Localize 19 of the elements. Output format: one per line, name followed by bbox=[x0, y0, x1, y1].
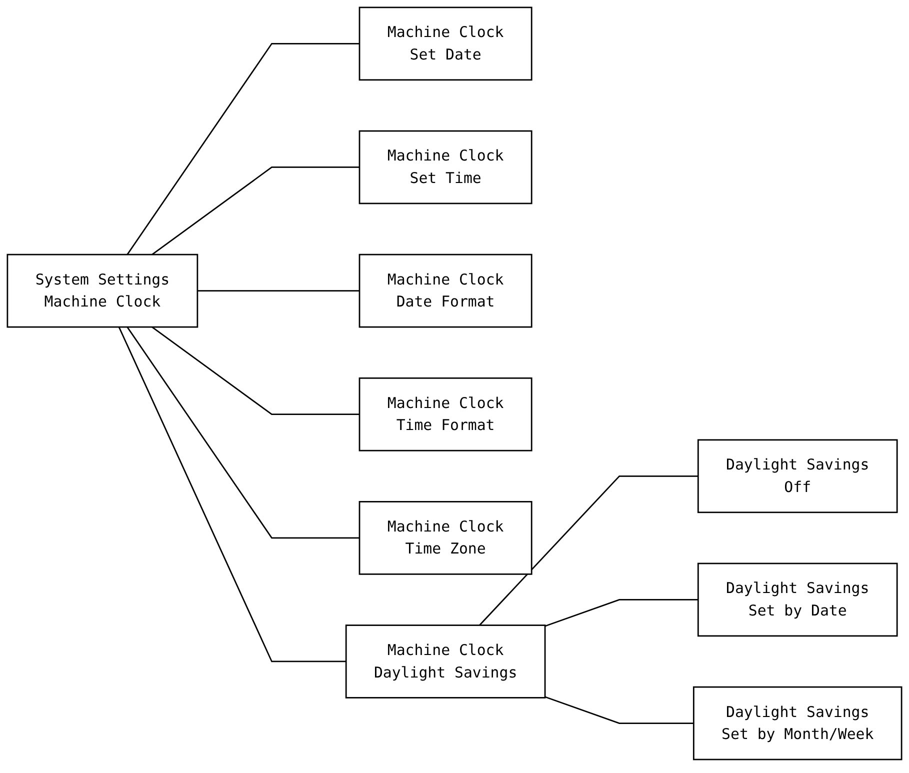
connector bbox=[479, 475, 698, 626]
node-box: Machine Clock Time Format bbox=[358, 377, 532, 452]
connector bbox=[126, 42, 360, 255]
connector bbox=[197, 290, 360, 292]
node-box: Daylight Savings Set by Month/Week bbox=[692, 686, 902, 760]
connector bbox=[544, 599, 698, 627]
node-box: Machine Clock Set Date bbox=[358, 6, 532, 81]
connector bbox=[126, 326, 360, 539]
connector bbox=[152, 326, 360, 416]
node-box: Machine Clock Set Time bbox=[358, 130, 532, 204]
connector bbox=[544, 696, 694, 724]
node-box: System Settings Machine Clock bbox=[6, 254, 198, 328]
node-box: Daylight Savings Set by Date bbox=[697, 562, 898, 637]
connector bbox=[152, 166, 360, 256]
node-box: Machine Clock Time Zone bbox=[358, 501, 532, 575]
node-box: Daylight Savings Off bbox=[697, 439, 898, 514]
node-box: Machine Clock Daylight Savings bbox=[345, 624, 546, 698]
connector bbox=[118, 326, 346, 662]
node-box: Machine Clock Date Format bbox=[358, 254, 532, 328]
